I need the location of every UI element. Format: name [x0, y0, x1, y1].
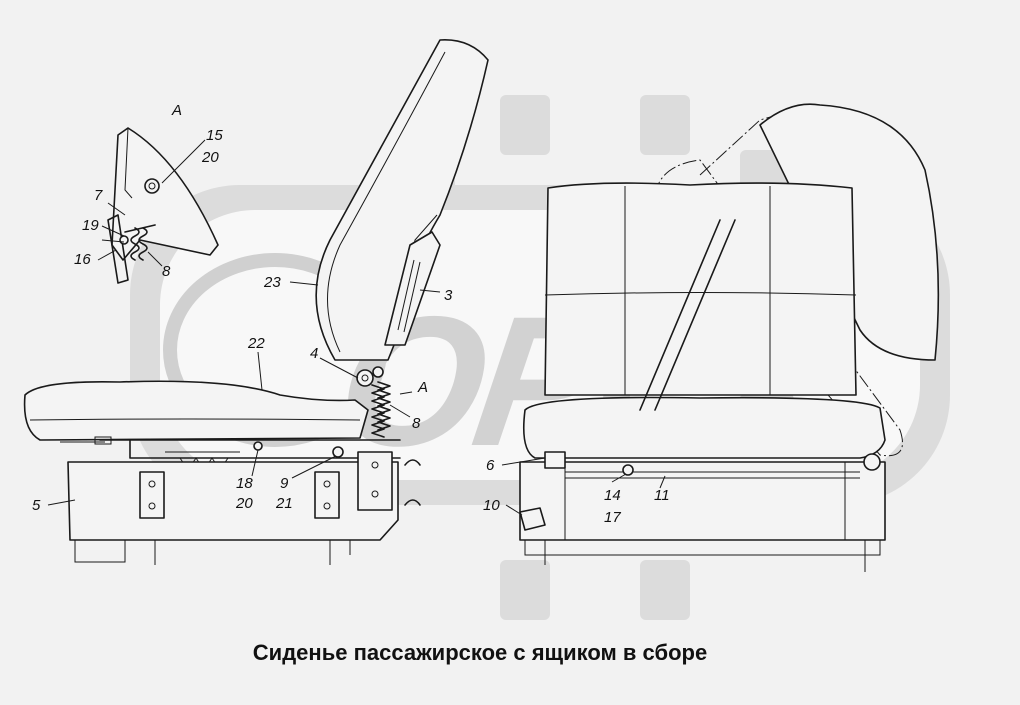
backrest-23 [315, 39, 489, 361]
callout-4: 4 [310, 345, 318, 362]
backrest-front [544, 182, 857, 396]
callout-16: 16 [74, 251, 91, 268]
callout-a-arrow: A [417, 379, 428, 396]
callout-10: 10 [483, 497, 500, 514]
drawing-caption: Сиденье пассажирское с ящиком в сборе [253, 640, 707, 665]
handle-10-icon [519, 507, 546, 531]
detail-view-a [97, 127, 219, 284]
callout-23: 23 [263, 274, 281, 291]
callout-8-mid: 8 [412, 415, 421, 432]
callout-20-top: 20 [201, 149, 219, 166]
spring-8-icon [371, 381, 391, 438]
seat-front-view [501, 103, 940, 572]
spring-8-detail-icon [130, 227, 148, 261]
bolt-15-icon [144, 178, 160, 194]
callout-3: 3 [444, 287, 453, 304]
callout-19: 19 [82, 217, 99, 234]
callout-6: 6 [486, 457, 495, 474]
callout-labels: A 15 20 7 19 16 8 23 3 22 4 A 8 18 20 9 … [32, 102, 670, 526]
bolt-14-icon [622, 464, 634, 476]
box-5 [67, 461, 399, 541]
view-a-title: A [171, 102, 182, 119]
callout-14: 14 [604, 487, 621, 504]
seat-side-view [23, 39, 489, 565]
hinge-4-icon [356, 369, 374, 387]
callout-18: 18 [236, 475, 253, 492]
front-box [519, 461, 886, 541]
callout-20-mid: 20 [235, 495, 253, 512]
front-cushion [522, 396, 886, 459]
callout-22: 22 [247, 335, 265, 352]
callout-8-top: 8 [162, 263, 171, 280]
callout-9: 9 [280, 475, 289, 492]
callout-5: 5 [32, 497, 41, 514]
callout-21: 21 [275, 495, 293, 512]
callout-11: 11 [654, 487, 670, 504]
callout-17: 17 [604, 509, 621, 526]
callout-7: 7 [94, 187, 103, 204]
latch-6-icon [544, 451, 566, 469]
seat-cushion-22 [23, 380, 369, 441]
callout-15: 15 [206, 127, 223, 144]
